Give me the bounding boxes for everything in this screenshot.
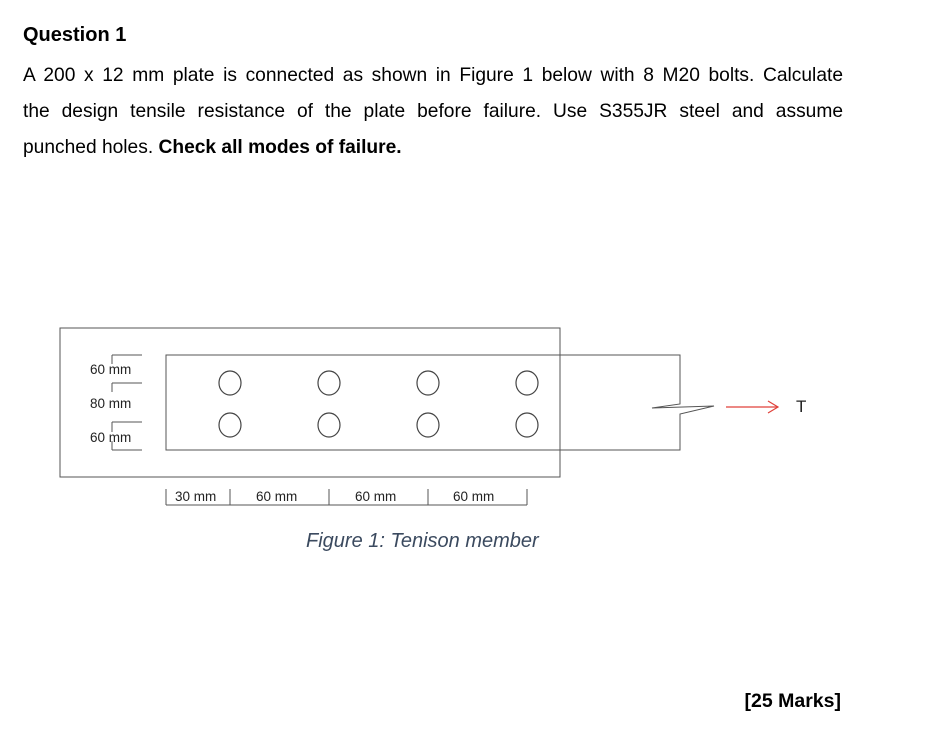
question-line-1: A 200 x 12 mm plate is connected as show… (23, 65, 843, 86)
bolt-hole (515, 370, 539, 396)
vertical-dim-2: 80 mm (90, 396, 131, 411)
bolt-hole (218, 370, 242, 396)
tension-plate (165, 354, 715, 451)
question-line-3-bold: Check all modes of failure. (158, 137, 402, 158)
bolt-hole (515, 412, 539, 438)
figure-caption: Figure 1: Tenison member (306, 530, 539, 552)
question-line-3: punched holes. Check all modes of failur… (23, 130, 843, 166)
horizontal-dim-3: 60 mm (355, 489, 396, 504)
horizontal-dim-4: 60 mm (453, 489, 494, 504)
bolt-hole (218, 412, 242, 438)
vertical-dim-3: 60 mm (90, 430, 131, 445)
question-text: A 200 x 12 mm plate is connected as show… (23, 58, 843, 166)
bolt-group (218, 370, 539, 438)
force-arrow (726, 400, 780, 414)
horizontal-dim-2: 60 mm (256, 489, 297, 504)
question-line-3-normal: punched holes. (23, 137, 154, 158)
bolt-hole (416, 370, 440, 396)
marks-label: [25 Marks] (744, 690, 841, 712)
bolt-hole (416, 412, 440, 438)
force-label: T (796, 397, 806, 416)
question-line-2: the design tensile resistance of the pla… (23, 101, 843, 122)
vertical-dimension-lines (111, 354, 142, 451)
bolt-hole (317, 412, 341, 438)
gusset-plate (59, 327, 561, 478)
horizontal-dimension-lines (165, 489, 528, 506)
horizontal-dim-1: 30 mm (175, 489, 216, 504)
bolt-hole (317, 370, 341, 396)
question-title: Question 1 (23, 24, 127, 46)
vertical-dim-1: 60 mm (90, 362, 131, 377)
